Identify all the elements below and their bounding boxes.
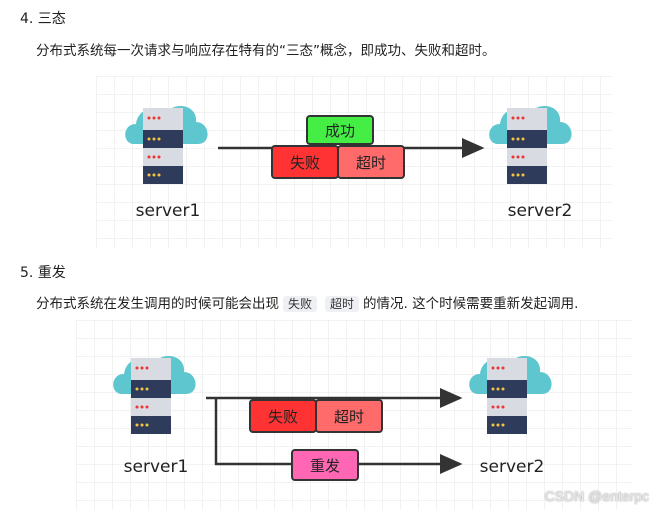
watermark: CSDN @enterpc (544, 488, 649, 504)
fail-label-2: 失败 (268, 408, 298, 426)
server1-label: server1 (136, 201, 201, 221)
retry-label: 重发 (310, 457, 340, 475)
timeout-label-2: 超时 (334, 408, 364, 426)
server2-label: server2 (508, 201, 573, 221)
timeout-box-2 (315, 399, 383, 433)
server1-label-2: server1 (124, 457, 189, 477)
retry-text-before: 分布式系统在发生调用的时候可能会出现 (36, 296, 279, 312)
server1-icon-2 (113, 355, 196, 434)
success-box (306, 115, 374, 145)
fail-label: 失败 (290, 154, 320, 172)
retry-diagram: server1 server2 失败 超时 重发 (76, 320, 632, 510)
section-heading-retry: 5. 重发 (20, 265, 66, 281)
retry-arrow (214, 398, 463, 474)
success-label: 成功 (325, 122, 355, 140)
retry-text-after: 的情况. 这个时候需要重新发起调用. (363, 296, 579, 312)
server1-icon (125, 105, 208, 184)
server2-icon (489, 105, 572, 184)
timeout-box (337, 145, 405, 179)
retry-description: 分布式系统在发生调用的时候可能会出现失败超时的情况. 这个时候需要重新发起调用. (36, 292, 578, 312)
retry-box (291, 449, 359, 481)
three-states-description: 分布式系统每一次请求与响应存在特有的“三态”概念，即成功、失败和超时。 (36, 43, 496, 59)
code-timeout: 超时 (325, 296, 360, 312)
three-states-diagram: server1 server2 成功 失败 超时 (96, 76, 612, 248)
code-fail: 失败 (283, 296, 318, 312)
timeout-label: 超时 (356, 154, 386, 172)
server2-icon-2 (469, 355, 552, 434)
server2-label-2: server2 (480, 457, 545, 477)
section-heading-three-states: 4. 三态 (20, 11, 66, 27)
